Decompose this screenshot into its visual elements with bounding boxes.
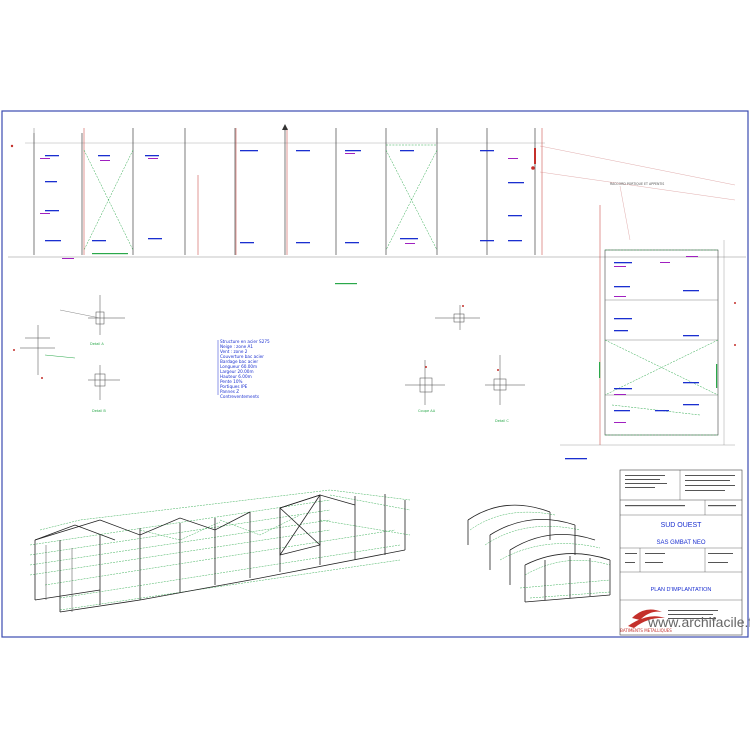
title-block: SUD OUEST SAS GMBAT NEO PLAN D'IMPLANTAT…: [619, 469, 743, 636]
notes-block: Structure en acier S275 Neige : zone A1 …: [217, 339, 270, 399]
detail-label: Detail C: [495, 419, 509, 423]
project-name: SAS GMBAT NEO: [656, 540, 705, 546]
watermark-text: www.archifacile.fr: [648, 614, 750, 630]
note-line: Bardage bac acier: [220, 359, 258, 364]
detail-label: Detail A: [90, 342, 104, 346]
note-line: Portiques IPE: [220, 384, 248, 389]
svg-text:RACCORD PORTIQUE ET APPENTIS: RACCORD PORTIQUE ET APPENTIS: [610, 182, 664, 186]
company-logo: BATIMENTS METALLIQUES: [620, 609, 672, 633]
note-line: Couverture bac acier: [220, 354, 264, 359]
isometric-view-main: [29, 489, 411, 613]
detail-label: Detail B: [92, 409, 106, 413]
note-line: Hauteur 6.00m: [220, 374, 252, 379]
note-line: Structure en acier S275: [220, 339, 270, 344]
detail-label: Coupe AA: [418, 409, 436, 413]
isometric-view-secondary: [467, 504, 611, 603]
client-name: SUD OUEST: [661, 522, 703, 529]
note-line: Pannes Z: [220, 389, 239, 394]
note-line: Vent : zone 2: [220, 349, 248, 354]
drawing-title: PLAN D'IMPLANTATION: [651, 587, 712, 593]
note-line: Neige : zone A1: [220, 344, 253, 349]
sheet-border: [1, 110, 749, 638]
note-line: Contreventements: [220, 394, 259, 399]
elevation-top: RACCORD PORTIQUE ET APPENTIS: [8, 124, 746, 285]
details-middle: [20, 295, 525, 405]
note-line: Largeur 20.00m: [220, 369, 254, 374]
company-name: BATIMENTS METALLIQUES: [620, 628, 672, 633]
note-line: Pente 10%: [220, 379, 242, 384]
note-line: Longueur 60.00m: [220, 364, 257, 369]
plan-view: [560, 205, 736, 460]
